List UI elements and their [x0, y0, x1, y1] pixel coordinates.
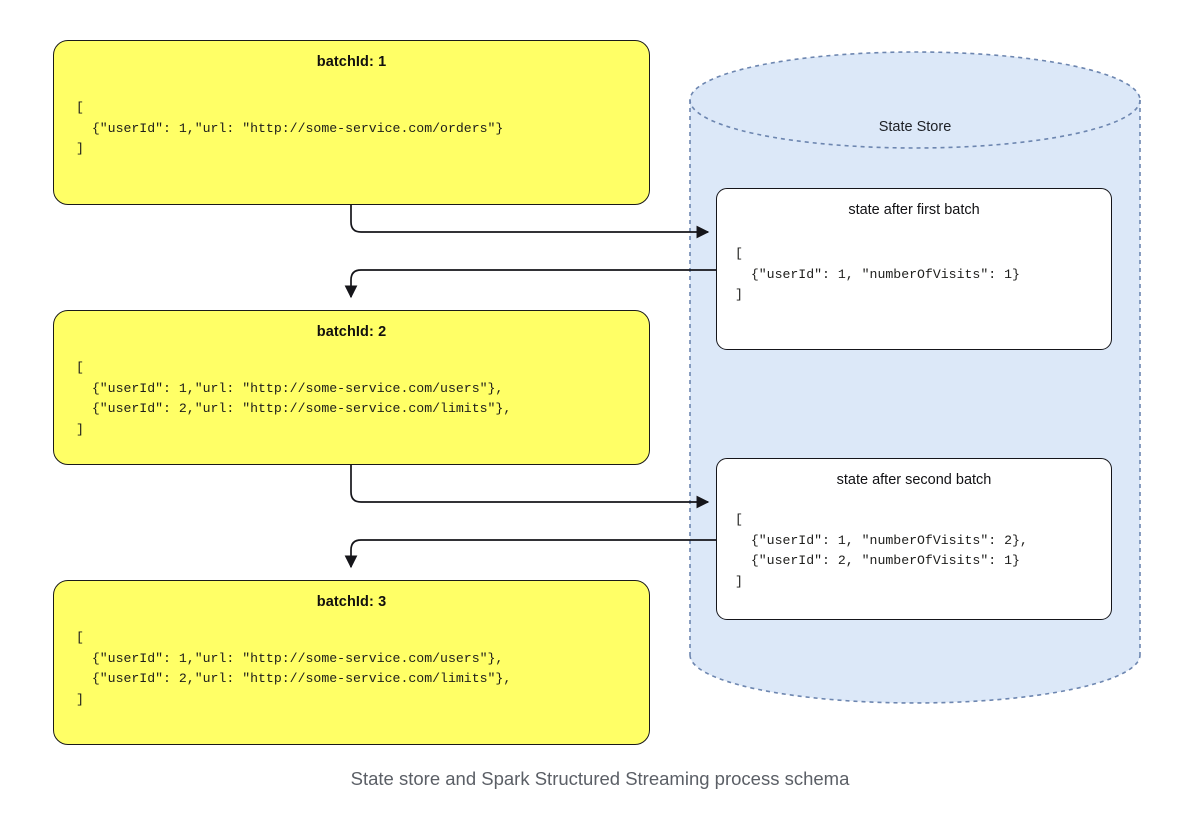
state-box-after-second-batch[interactable]: state after second batch [ {"userId": 1,…	[716, 458, 1112, 620]
batch-title: batchId: 1	[316, 54, 387, 70]
code-line: {"userId": 2, "numberOfVisits": 1}	[735, 553, 1020, 568]
code-line: {"userId": 1, "numberOfVisits": 2},	[735, 532, 1028, 548]
state-title: state after first batch	[848, 202, 980, 218]
state-store-label: State Store	[878, 119, 952, 135]
cylinder-top-ellipse	[689, 51, 1141, 149]
batch-title: batchId: 3	[316, 594, 387, 610]
code-line: [	[76, 100, 84, 115]
code-line: {"userId": 1, "numberOfVisits": 1}	[735, 266, 1020, 282]
code-line: {"userId": 2,"url: "http://some-service.…	[76, 671, 512, 686]
batch-box-3[interactable]: batchId: 3 [ {"userId": 1,"url: "http://…	[53, 580, 650, 745]
batch-box-1[interactable]: batchId: 1 [ {"userId": 1,"url: "http://…	[53, 40, 650, 205]
code-line: ]	[735, 287, 743, 302]
code-line: ]	[76, 141, 84, 156]
code-line: [	[76, 630, 84, 645]
code-line: [	[76, 360, 84, 375]
code-line: {"userId": 2,"url: "http://some-service.…	[76, 401, 512, 416]
code-line: ]	[76, 421, 84, 437]
batch-title: batchId: 2	[316, 324, 387, 340]
code-line: [	[735, 246, 743, 261]
code-line: {"userId": 1,"url: "http://some-service.…	[76, 120, 504, 136]
code-line: ]	[735, 573, 743, 589]
code-line: {"userId": 1,"url: "http://some-service.…	[76, 380, 504, 396]
code-line: [	[735, 512, 743, 527]
state-code-block: [ {"userId": 1, "numberOfVisits": 2}, {"…	[735, 510, 1111, 592]
code-line: {"userId": 1,"url: "http://some-service.…	[76, 650, 504, 666]
batch-code-block: [ {"userId": 1,"url: "http://some-servic…	[76, 98, 649, 160]
code-line: ]	[76, 691, 84, 707]
batch-code-block: [ {"userId": 1,"url: "http://some-servic…	[76, 358, 649, 440]
figure-caption: State store and Spark Structured Streami…	[350, 768, 850, 789]
state-code-block: [ {"userId": 1, "numberOfVisits": 1} ]	[735, 244, 1111, 306]
cylinder-top-fill	[690, 52, 1140, 148]
state-box-after-first-batch[interactable]: state after first batch [ {"userId": 1, …	[716, 188, 1112, 350]
state-title: state after second batch	[836, 472, 992, 488]
batch-code-block: [ {"userId": 1,"url: "http://some-servic…	[76, 628, 649, 710]
batch-box-2[interactable]: batchId: 2 [ {"userId": 1,"url: "http://…	[53, 310, 650, 465]
